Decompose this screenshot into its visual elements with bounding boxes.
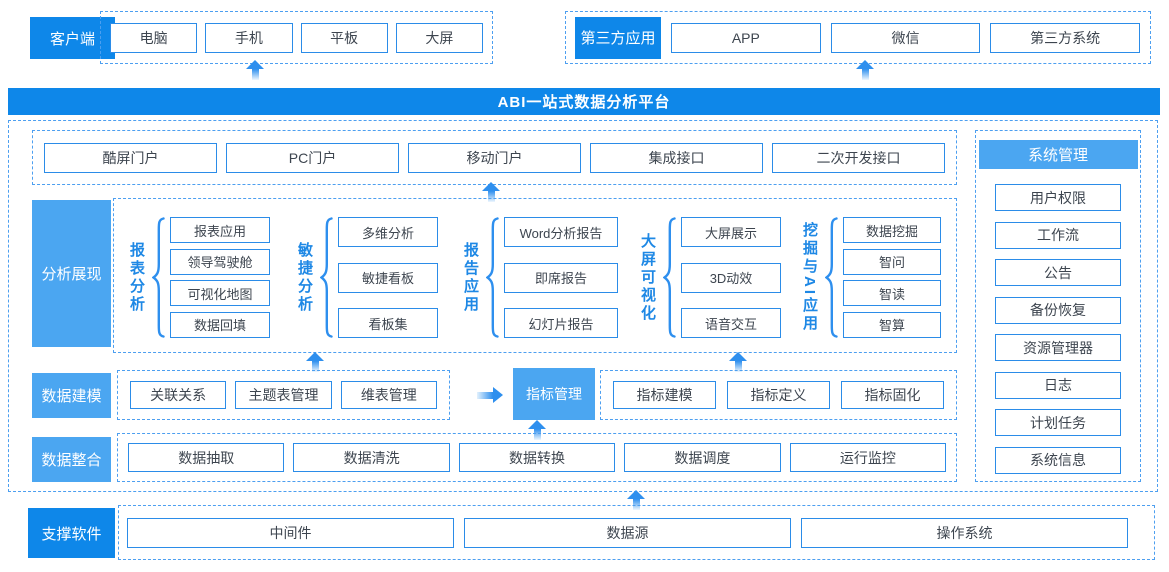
analysis-feature-box: 智读 xyxy=(843,280,941,307)
client-device-box: 手机 xyxy=(205,22,293,53)
curly-brace-icon xyxy=(152,217,165,338)
curly-brace-icon xyxy=(486,217,499,338)
analysis-feature-box: 3D动效 xyxy=(681,262,781,293)
modeling-group: 关联关系 主题表管理 维表管理 xyxy=(117,370,450,420)
analysis-group-label: 敏捷分析 xyxy=(296,241,313,314)
client-device-box: 电脑 xyxy=(110,22,198,53)
indicator-management-box: 指标管理 xyxy=(513,368,595,420)
support-box: 中间件 xyxy=(127,517,454,548)
modeling-box: 主题表管理 xyxy=(235,381,332,409)
modeling-section-label: 数据建模 xyxy=(32,373,111,418)
analysis-section-label: 分析展现 xyxy=(32,200,111,347)
modeling-box: 维表管理 xyxy=(340,381,437,409)
analysis-feature-box: 大屏展示 xyxy=(681,217,781,247)
up-arrow-icon xyxy=(246,60,264,80)
indicator-box: 指标建模 xyxy=(613,381,716,409)
third-party-group: 第三方应用 APP 微信 第三方系统 xyxy=(565,11,1151,64)
curly-brace-icon xyxy=(825,217,838,338)
analysis-feature-box: 多维分析 xyxy=(338,217,438,247)
sysmgmt-panel: 系统管理 用户权限 工作流 公告 备份恢复 资源管理器 日志 计划任务 系统信息 xyxy=(975,130,1141,482)
third-party-app-box: 第三方系统 xyxy=(990,22,1141,53)
integration-box: 运行监控 xyxy=(789,443,947,472)
right-arrow-icon xyxy=(477,387,503,403)
outer-platform-container xyxy=(8,120,1158,492)
analysis-feature-box: 幻灯片报告 xyxy=(504,308,618,338)
analysis-group-label: 大屏可视化 xyxy=(639,232,656,323)
sysmgmt-box: 工作流 xyxy=(995,221,1121,249)
analysis-group-label: 报表分析 xyxy=(128,241,145,314)
integration-box: 数据抽取 xyxy=(128,443,285,472)
analysis-feature-box: 即席报告 xyxy=(504,262,618,293)
curly-brace-icon xyxy=(320,217,333,338)
up-arrow-icon xyxy=(627,490,645,510)
integration-box: 数据清洗 xyxy=(293,443,450,472)
client-device-box: 大屏 xyxy=(395,22,483,53)
up-arrow-icon xyxy=(856,60,874,80)
analysis-feature-box: 看板集 xyxy=(338,308,438,338)
client-device-box: 平板 xyxy=(300,22,388,53)
portal-box: 集成接口 xyxy=(590,142,763,173)
sysmgmt-box: 用户权限 xyxy=(995,184,1121,211)
support-group: 中间件 数据源 操作系统 xyxy=(118,505,1155,560)
integration-group: 数据抽取 数据清洗 数据转换 数据调度 运行监控 xyxy=(117,433,957,482)
indicator-box: 指标定义 xyxy=(727,381,830,409)
analysis-group: 挖掘与AI应用 数据挖掘 智问 智读 智算 xyxy=(799,211,941,344)
client-group: 电脑 手机 平板 大屏 xyxy=(100,11,493,64)
analysis-panel xyxy=(113,198,957,353)
analysis-group: 敏捷分析 多维分析 敏捷看板 看板集 xyxy=(294,211,438,344)
indicator-group: 指标建模 指标定义 指标固化 xyxy=(600,370,957,420)
analysis-feature-box: 智算 xyxy=(843,311,941,338)
analysis-group-label: 挖掘与AI应用 xyxy=(801,222,818,333)
third-party-section-label: 第三方应用 xyxy=(575,16,661,59)
analysis-feature-box: 可视化地图 xyxy=(170,280,270,307)
up-arrow-icon xyxy=(482,182,500,202)
analysis-feature-box: 智问 xyxy=(843,248,941,275)
portal-box: 二次开发接口 xyxy=(772,142,945,173)
analysis-feature-box: Word分析报告 xyxy=(504,217,618,247)
support-section-label: 支撑软件 xyxy=(28,508,115,558)
integration-box: 数据转换 xyxy=(458,443,616,472)
analysis-feature-box: 数据回填 xyxy=(170,311,270,338)
portal-box: 酷屏门户 xyxy=(44,142,217,173)
support-box: 操作系统 xyxy=(801,517,1128,548)
curly-brace-icon xyxy=(663,217,676,338)
support-box: 数据源 xyxy=(464,517,791,548)
third-party-app-box: 微信 xyxy=(830,22,981,53)
analysis-feature-box: 数据挖掘 xyxy=(843,217,941,243)
analysis-group-label: 报告应用 xyxy=(462,241,479,314)
analysis-feature-box: 领导驾驶舱 xyxy=(170,248,270,275)
sysmgmt-box: 日志 xyxy=(995,371,1121,399)
analysis-group: 报表分析 报表应用 领导驾驶舱 可视化地图 数据回填 xyxy=(126,211,270,344)
up-arrow-icon xyxy=(528,420,546,440)
integration-section-label: 数据整合 xyxy=(32,437,111,482)
sysmgmt-box: 公告 xyxy=(995,259,1121,286)
sysmgmt-box: 系统信息 xyxy=(995,446,1121,474)
up-arrow-icon xyxy=(729,352,747,372)
up-arrow-icon xyxy=(306,352,324,372)
sysmgmt-box: 备份恢复 xyxy=(995,296,1121,324)
platform-banner: ABI一站式数据分析平台 xyxy=(8,88,1160,115)
modeling-box: 关联关系 xyxy=(130,381,227,409)
analysis-group: 报告应用 Word分析报告 即席报告 幻灯片报告 xyxy=(460,211,618,344)
sysmgmt-box: 计划任务 xyxy=(995,409,1121,436)
analysis-feature-box: 语音交互 xyxy=(681,308,781,338)
portal-row: 酷屏门户 PC门户 移动门户 集成接口 二次开发接口 xyxy=(32,130,957,185)
portal-box: PC门户 xyxy=(226,142,399,173)
analysis-feature-box: 报表应用 xyxy=(170,217,270,243)
analysis-feature-box: 敏捷看板 xyxy=(338,262,438,293)
sysmgmt-header: 系统管理 xyxy=(978,140,1138,169)
third-party-app-box: APP xyxy=(671,22,821,53)
sysmgmt-box: 资源管理器 xyxy=(995,334,1121,361)
integration-box: 数据调度 xyxy=(624,443,781,472)
indicator-box: 指标固化 xyxy=(841,381,944,409)
analysis-group: 大屏可视化 大屏展示 3D动效 语音交互 xyxy=(637,211,781,344)
portal-box: 移动门户 xyxy=(408,142,581,173)
